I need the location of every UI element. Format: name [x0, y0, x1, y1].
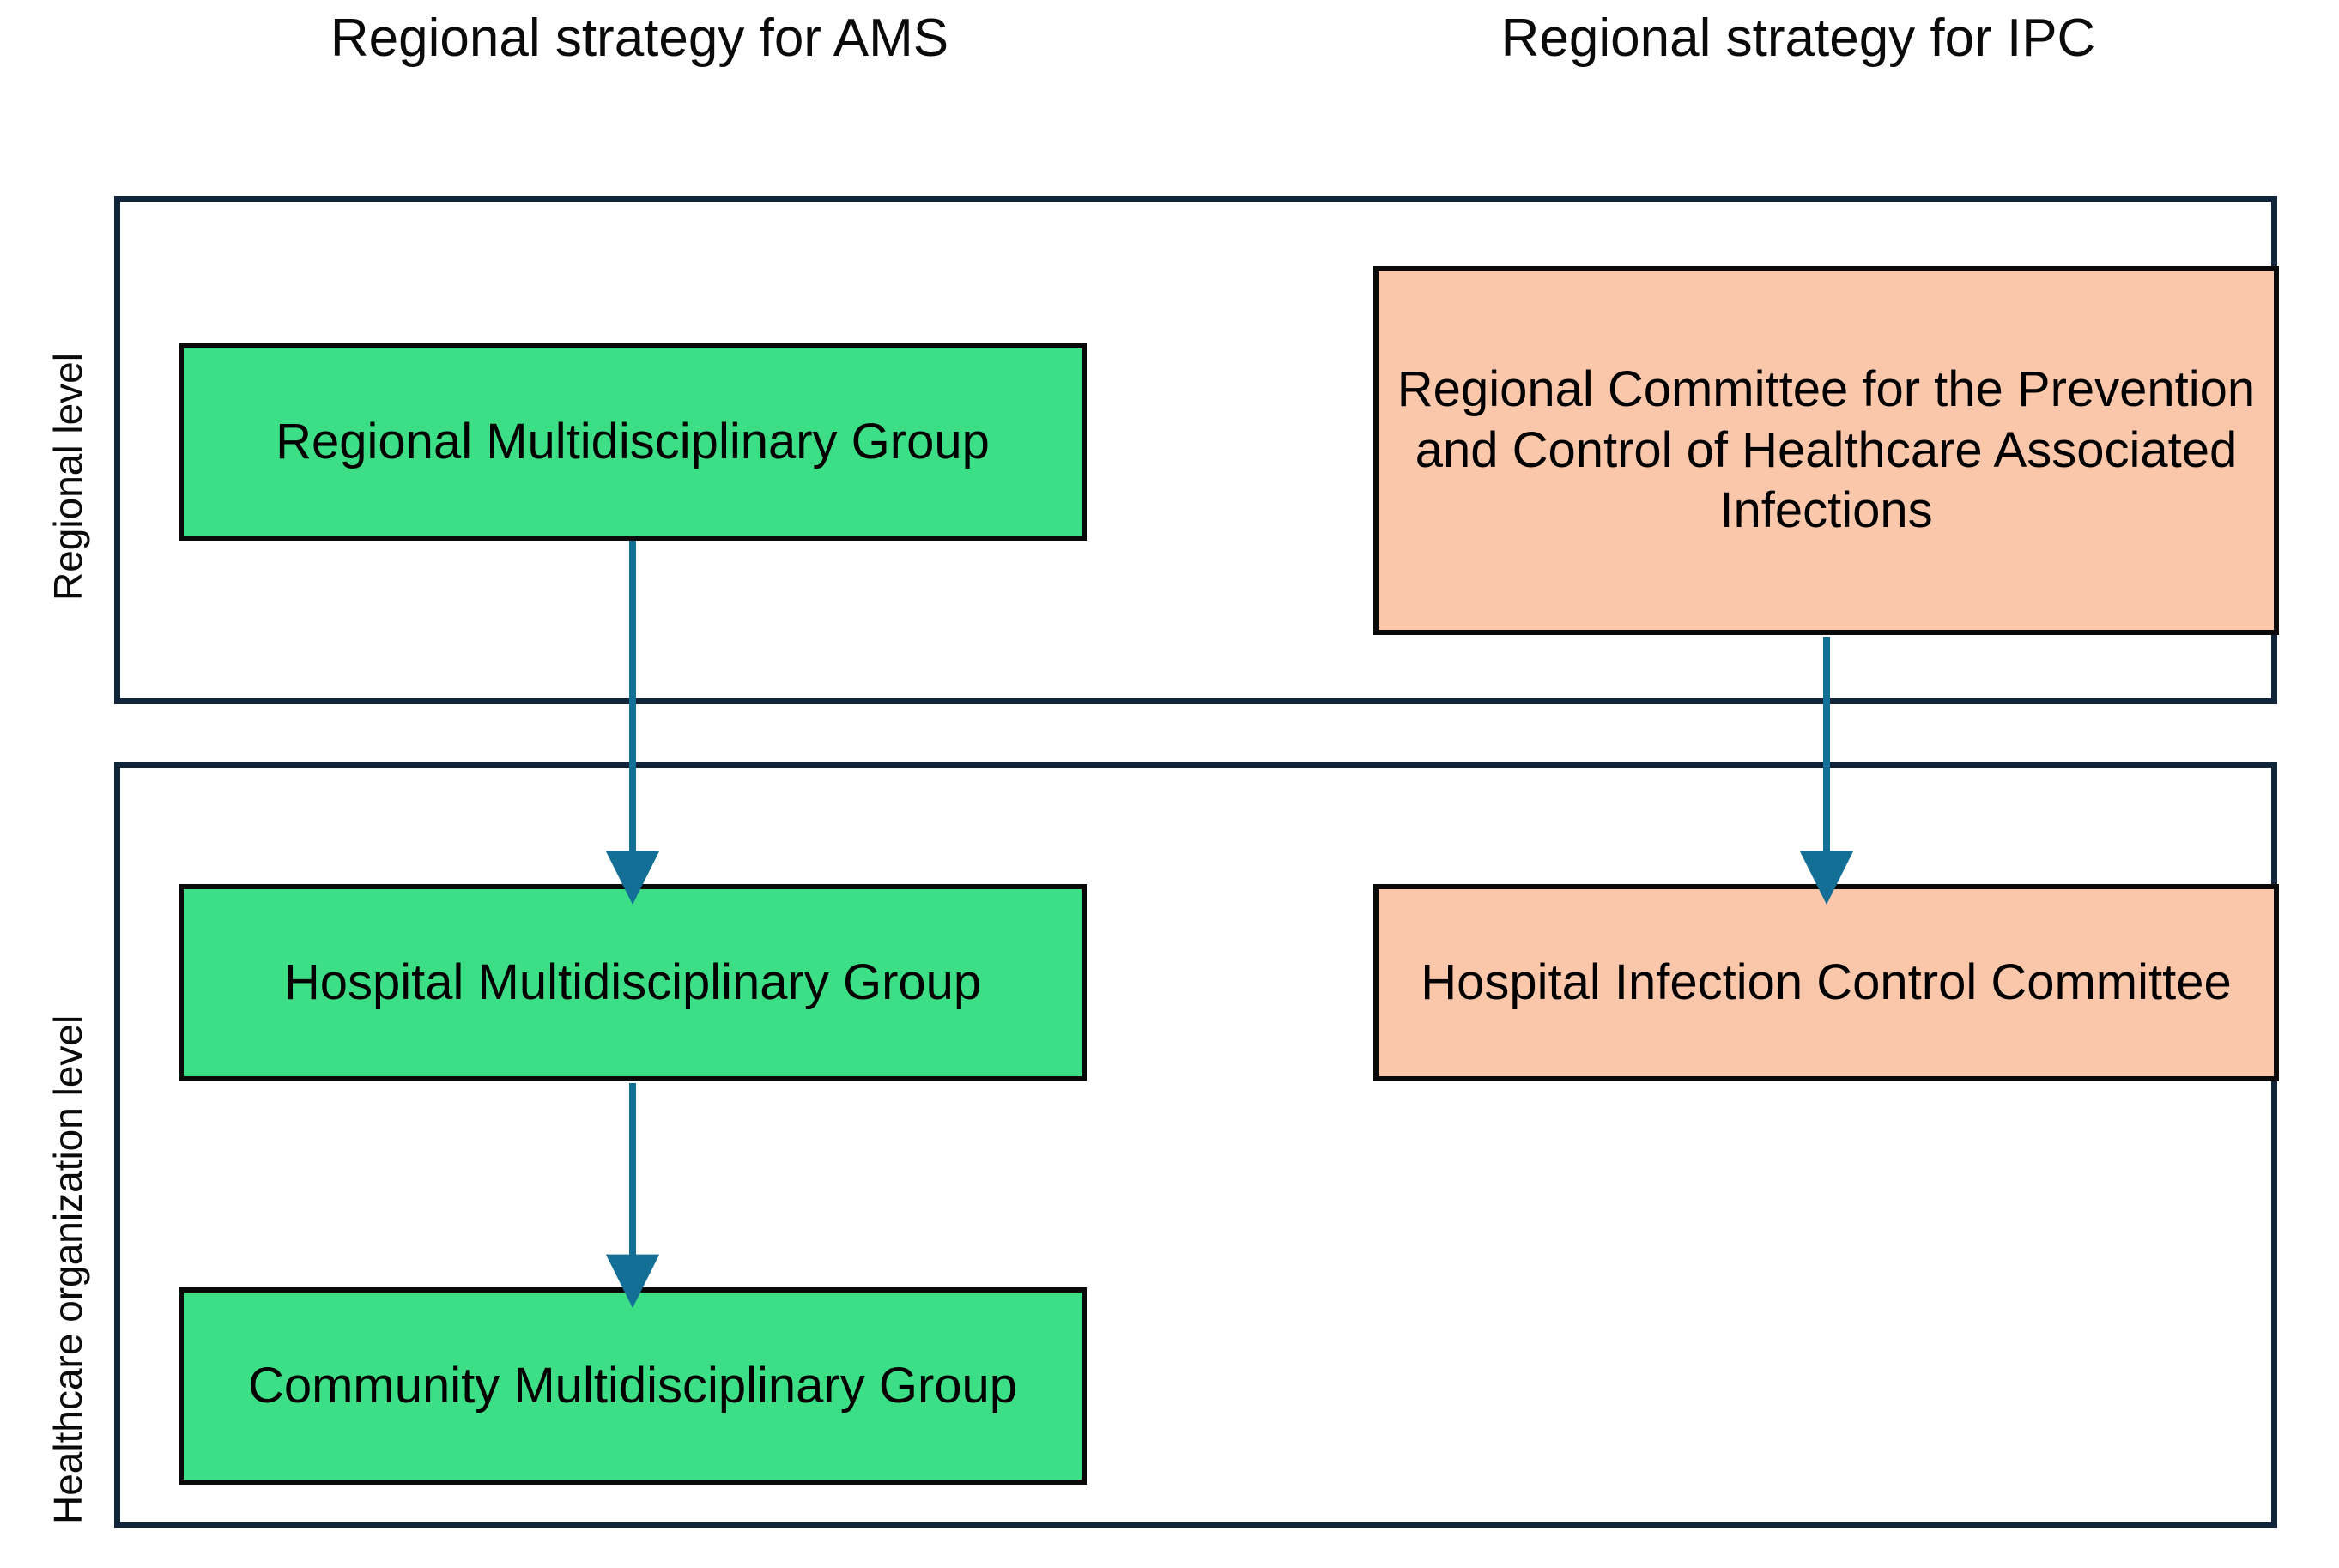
column-header-ipc: Regional strategy for IPC [1500, 9, 2096, 68]
node-regional-committee-prevention-control-hai[interactable]: Regional Committee for the Prevention an… [1373, 266, 2279, 635]
node-community-multidisciplinary-group[interactable]: Community Multidisciplinary Group [179, 1287, 1087, 1485]
node-hospital-multidisciplinary-group[interactable]: Hospital Multidisciplinary Group [179, 884, 1087, 1081]
container-healthcare-organization-level [114, 762, 2277, 1528]
column-header-ams: Regional strategy for AMS [330, 9, 949, 68]
node-hospital-infection-control-committee[interactable]: Hospital Infection Control Committee [1373, 884, 2279, 1081]
node-regional-multidisciplinary-group[interactable]: Regional Multidisciplinary Group [179, 343, 1087, 541]
level-label-healthcare: Healthcare organization level [45, 1014, 90, 1524]
level-label-regional: Regional level [45, 353, 90, 601]
